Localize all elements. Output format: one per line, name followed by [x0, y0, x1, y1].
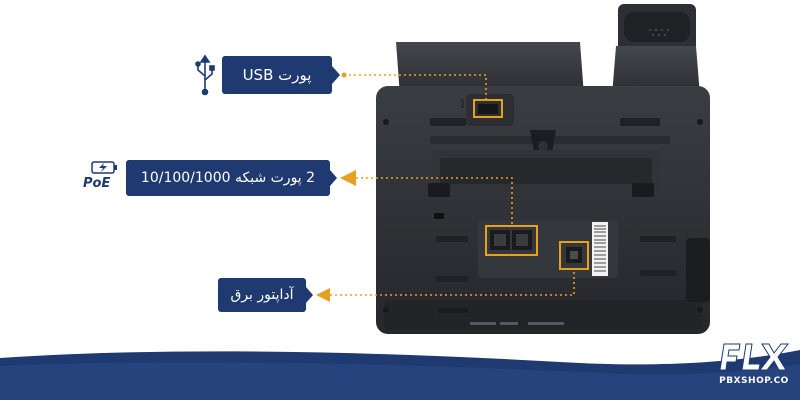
- power-arrowhead: [316, 288, 330, 302]
- brand-logo-icon: [719, 343, 790, 371]
- brand-name: PBXSHOP.CO: [719, 376, 789, 386]
- power-highlight: [559, 241, 589, 270]
- usb-port-number: 1: [459, 97, 467, 111]
- usb-connector-line: [344, 74, 487, 100]
- handset: [618, 4, 696, 52]
- network-label-notch: [330, 170, 337, 186]
- poe-battery-icon: [91, 161, 117, 174]
- usb-port-label: پورت USB: [222, 56, 332, 94]
- phone-body: [376, 86, 710, 334]
- network-port-label: 2 پورت شبکه 10/100/1000: [126, 160, 330, 196]
- stand-left: [396, 42, 584, 96]
- usb-highlight: [473, 99, 503, 118]
- stand-right: [612, 46, 700, 96]
- bottom-wave-light: [0, 362, 800, 400]
- power-adapter-label: آداپتور برق: [218, 278, 306, 312]
- usb-icon: [195, 54, 215, 96]
- network-highlight: [485, 225, 538, 256]
- usb-label-notch: [332, 66, 340, 84]
- poe-label: PoE: [83, 176, 111, 191]
- power-label-notch: [306, 287, 313, 303]
- network-connector-line: [356, 177, 513, 226]
- power-connector-line: [330, 269, 575, 296]
- usb-line-end: [341, 72, 347, 78]
- network-arrowhead: [340, 170, 356, 186]
